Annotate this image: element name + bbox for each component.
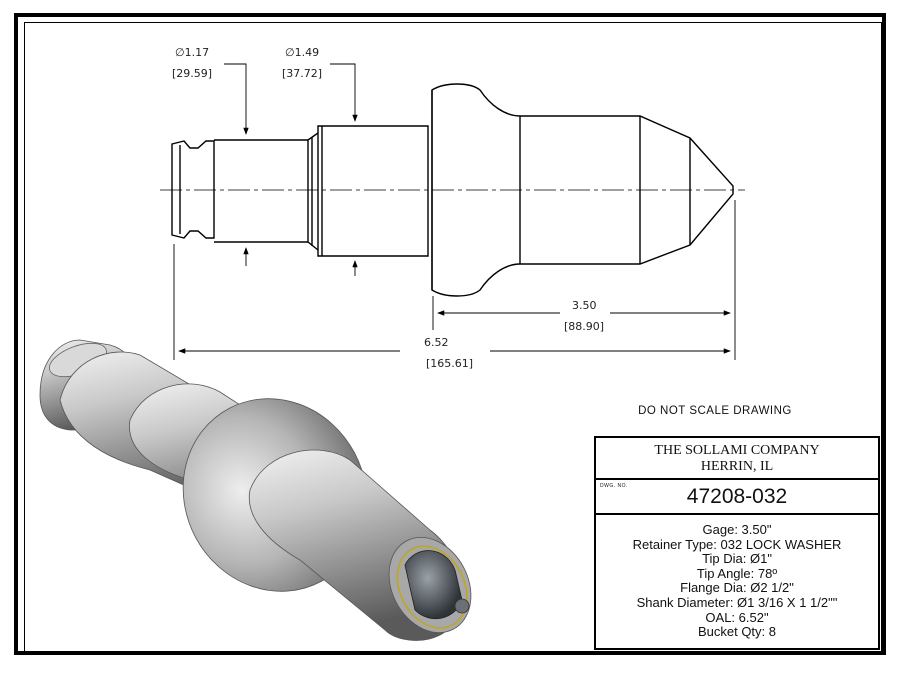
dim-shank-diameter-mm: [37.72] <box>282 67 322 80</box>
side-view <box>160 83 745 297</box>
company-name: THE SOLLAMI COMPANY <box>654 443 820 458</box>
spec-list: Gage: 3.50" Retainer Type: 032 LOCK WASH… <box>596 515 878 640</box>
dim-groove-diameter-mm: [29.59] <box>172 67 212 80</box>
company-location: HERRIN, IL <box>700 459 774 474</box>
dimension-lines <box>173 63 736 360</box>
dimension-labels: ∅1.17 [29.59] ∅1.49 [37.72] 3.50 [88.90]… <box>172 46 604 370</box>
spec-tip-angle: Tip Angle: 78º <box>696 565 778 581</box>
dim-overall-length: 6.52 <box>424 336 449 349</box>
spec-bucket-qty: Bucket Qty: 8 <box>697 624 777 640</box>
drawing-number-block: DWG. NO. 47208-032 <box>596 480 878 515</box>
sheet-border <box>14 13 886 655</box>
drawing-note: DO NOT SCALE DRAWING <box>638 405 792 417</box>
drawing-number-label: DWG. NO. <box>600 483 628 489</box>
drawing-number: 47208-032 <box>686 485 788 508</box>
spec-oal: OAL: 6.52" <box>705 609 769 625</box>
dim-groove-diameter: ∅1.17 <box>175 46 209 59</box>
company-block: THE SOLLAMI COMPANY HERRIN, IL <box>596 438 878 480</box>
spec-flange-diameter: Flange Dia: Ø2 1/2" <box>680 580 794 596</box>
spec-retainer-type: Retainer Type: 032 LOCK WASHER <box>632 536 842 552</box>
spec-shank-diameter: Shank Diameter: Ø1 3/16 X 1 1/2"" <box>636 594 838 610</box>
dim-gage-length: 3.50 <box>572 299 597 312</box>
spec-tip-diameter: Tip Dia: Ø1" <box>702 551 772 567</box>
title-block: THE SOLLAMI COMPANY HERRIN, IL DWG. NO. … <box>594 436 880 650</box>
spec-gage: Gage: 3.50" <box>702 522 772 537</box>
isometric-view <box>39 339 472 641</box>
dim-shank-diameter: ∅1.49 <box>285 46 319 59</box>
dim-overall-length-mm: [165.61] <box>426 357 473 370</box>
dim-gage-length-mm: [88.90] <box>564 320 604 333</box>
